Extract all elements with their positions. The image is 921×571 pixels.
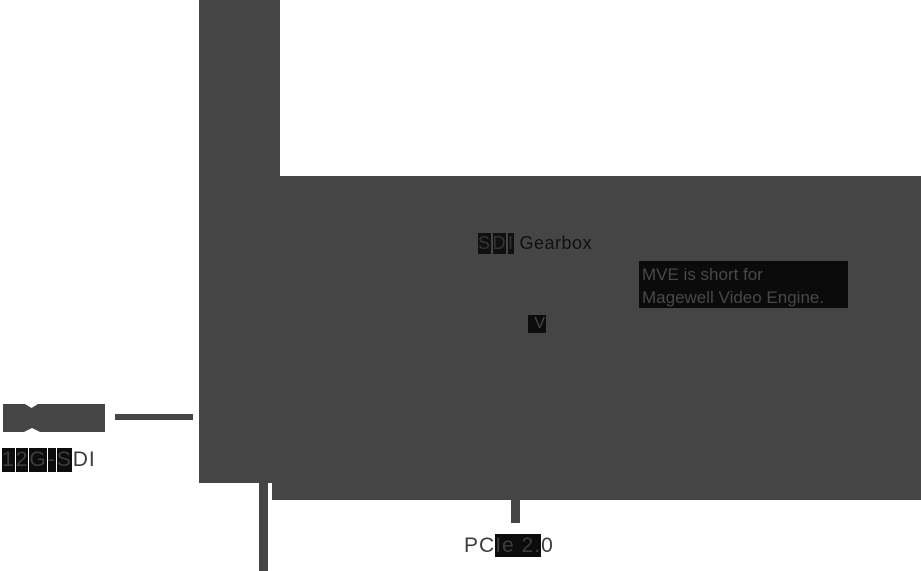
pcie-label: PCIe 2.0	[464, 534, 554, 558]
bottom-vertical-line	[259, 483, 268, 571]
pcie-label-pre: PC	[464, 534, 496, 557]
mve-note-line2: Magewell Video Engine.	[642, 288, 825, 307]
input-label-plain-part: DI	[72, 448, 96, 471]
pcie-connector-stub	[511, 500, 520, 523]
input-connector-line	[115, 414, 193, 420]
sdi-input-column-block	[199, 0, 280, 483]
main-board-block	[272, 176, 921, 500]
pcie-label-highlighted-part: Ie 2.	[495, 534, 542, 557]
connector-box-notch-top	[25, 404, 38, 408]
input-signal-label: 12G-SDI	[2, 448, 96, 472]
connector-box-notch-bottom	[24, 428, 40, 432]
gearbox-label-plain-part: Gearbox	[519, 233, 593, 253]
input-label-highlighted-part: 12G-S	[2, 448, 72, 472]
mve-note-line1: MVE is short for	[642, 265, 763, 284]
flow-down-arrow-icon: V	[528, 315, 546, 333]
pcie-label-post: 0	[541, 534, 554, 557]
input-connector-box	[3, 404, 105, 432]
mve-note-box: MVE is short for Magewell Video Engine.	[639, 261, 848, 308]
